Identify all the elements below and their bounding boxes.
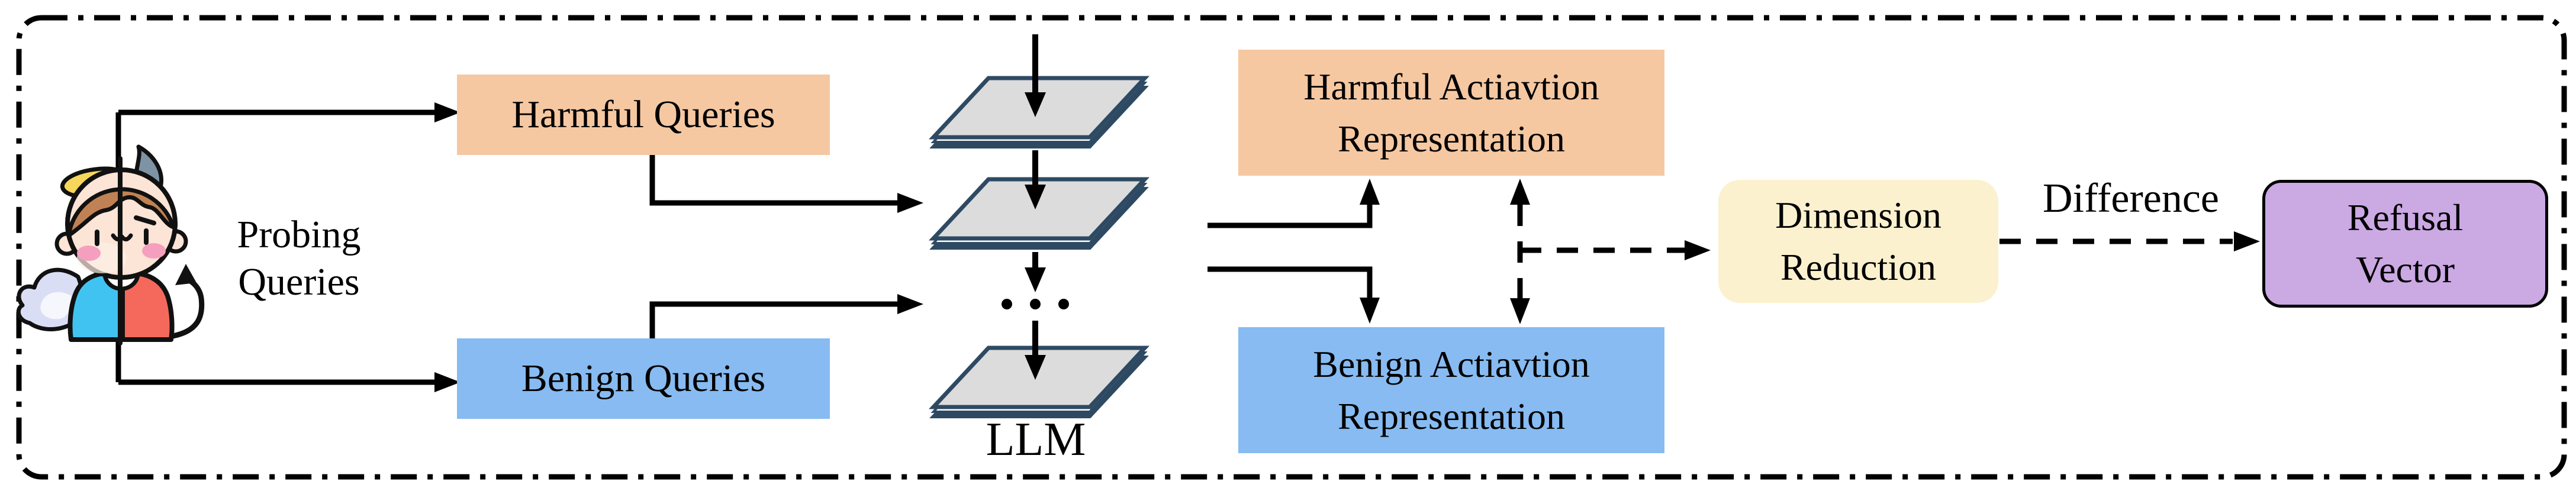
benign-activation-line1: Benign Actiavtion xyxy=(1313,343,1590,385)
llm-flow-arrows xyxy=(1025,34,1046,380)
harmful-activation-line2: Representation xyxy=(1338,117,1565,160)
dimension-reduction-line2: Reduction xyxy=(1780,246,1937,288)
angel-wing-inner xyxy=(40,292,72,319)
queries-to-llm-arrows xyxy=(649,155,923,338)
llm-to-representation-arrows xyxy=(1208,179,1380,324)
probing-queries-line1: Probing xyxy=(237,213,361,256)
blush-right xyxy=(142,243,166,259)
harmful-activation-box: Harmful Actiavtion Representation xyxy=(1238,50,1664,176)
benign-activation-box: Benign Actiavtion Representation xyxy=(1238,327,1664,453)
brow-right xyxy=(134,215,156,225)
benign-activation-line2: Representation xyxy=(1338,395,1565,437)
harmful-queries-box: Harmful Queries xyxy=(457,75,830,155)
harmful-queries-label: Harmful Queries xyxy=(511,92,775,136)
benign-queries-label: Benign Queries xyxy=(521,356,766,400)
difference-label: Difference xyxy=(2007,175,2255,222)
refusal-vector-line1: Refusal xyxy=(2347,196,2464,238)
dimension-reduction-box: Dimension Reduction xyxy=(1718,180,1998,303)
llm-layer-3 xyxy=(928,346,1150,418)
devil-tail-arrow xyxy=(175,264,197,285)
llm-label: LLM xyxy=(947,413,1125,466)
refusal-vector-line2: Vector xyxy=(2355,248,2455,290)
llm-label-text: LLM xyxy=(986,413,1086,466)
difference-label-text: Difference xyxy=(2043,176,2219,221)
llm-layer-1 xyxy=(928,76,1150,148)
dimension-reduction-line1: Dimension xyxy=(1775,194,1941,236)
llm-layer-stack xyxy=(928,34,1150,418)
harmful-activation-line1: Harmful Actiavtion xyxy=(1303,65,1599,108)
refusal-vector-box: Refusal Vector xyxy=(2262,180,2548,308)
dashdot-border xyxy=(16,15,2567,480)
llm-layer-2 xyxy=(928,177,1150,250)
probing-queries-line2: Queries xyxy=(238,260,360,303)
benign-queries-box: Benign Queries xyxy=(457,338,830,419)
probing-queries-label: Probing Queries xyxy=(201,208,397,309)
llm-ellipsis-dots xyxy=(1002,299,1069,309)
angel-devil-child-icon xyxy=(16,144,205,346)
dashed-difference-arrows xyxy=(1510,179,2260,324)
devil-tail xyxy=(170,277,205,339)
blush-left xyxy=(77,246,101,261)
hair xyxy=(66,187,176,238)
